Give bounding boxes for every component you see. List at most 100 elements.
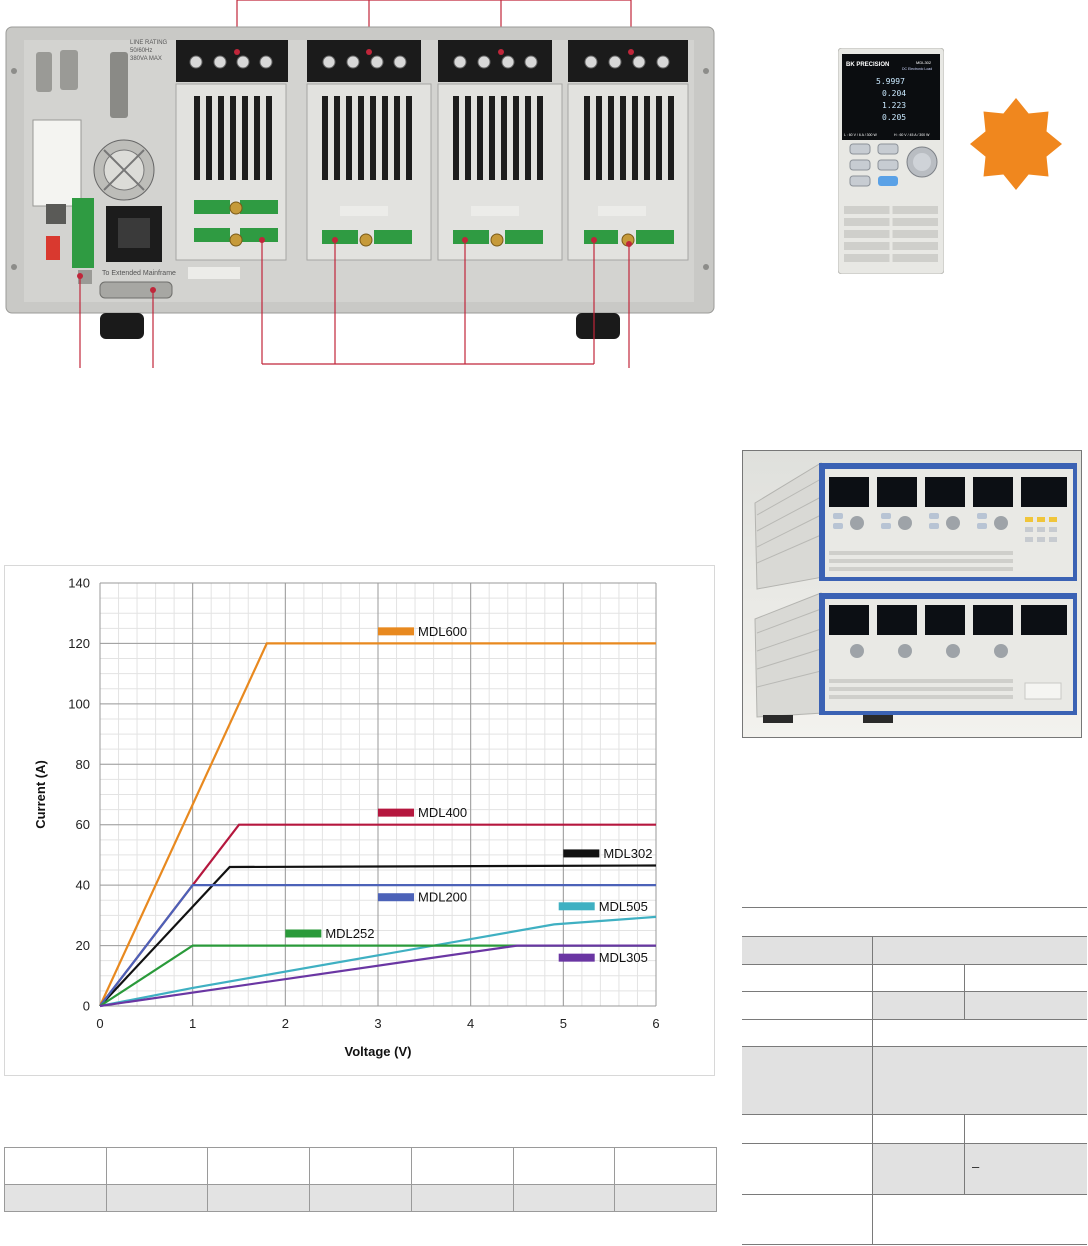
table-cell [207,1184,311,1212]
series-swatch-mdl200 [378,893,414,902]
table-cell [410,1184,514,1212]
callout-dots [77,49,634,293]
series-line-mdl305 [99,944,656,1008]
series-label-mdl305: MDL305 [599,950,648,965]
table-cell [4,1184,107,1212]
spec-header-row [742,907,1087,937]
table-cell [512,1147,616,1185]
module-brand: BK PRECISION [846,62,889,68]
x-tick-label: 1 [189,1016,196,1031]
model-summary-table [4,1147,717,1212]
series-swatch-mdl600 [378,627,414,636]
starburst-polygon [970,98,1062,190]
series-line-mdl252 [99,944,656,1007]
chassis-screws [11,68,709,270]
line-rating-frequency: 50/60Hz [130,48,152,54]
y-tick-label: 140 [68,576,90,591]
spec-column-divider [872,937,873,1245]
mainframe-illustration [743,451,1081,737]
table-cell [614,1147,717,1185]
spec-row [742,965,1087,992]
current-voltage-chart: MDL600MDL400MDL302MDL200MDL505MDL252MDL3… [33,576,660,1060]
series-label-mdl400: MDL400 [418,805,467,820]
x-tick-label: 0 [96,1016,103,1031]
table-row [4,1147,717,1185]
spec-shaded-row [742,937,1087,965]
spec-shaded-subrow [872,992,1087,1020]
table-cell [410,1147,514,1185]
series-swatch-mdl400 [378,808,414,817]
series-labels: MDL600MDL400MDL302MDL200MDL505MDL252MDL3… [285,624,652,965]
module-spec-right: H : 60 V / 45 A / 300 W [894,133,930,137]
spec-row [742,992,872,1020]
module-model: MDL302 [916,60,932,65]
module-reading-1: 5.9997 [876,77,905,86]
module-reading-4: 0.205 [882,113,906,122]
x-tick-label: 2 [282,1016,289,1031]
spec-row [742,1144,872,1195]
series-label-mdl505: MDL505 [599,899,648,914]
series-label-mdl600: MDL600 [418,624,467,639]
module-spec-left: L : 60 V / 6 A / 300 W [844,133,877,137]
module-front-illustration: BK PRECISION MDL302 DC Electronic Load 5… [837,47,945,275]
series-line-mdl302 [99,864,657,1007]
control-section: To Extended Mainframe LINE RATING 50/60H… [32,40,176,299]
y-tick-label: 100 [68,696,90,711]
module-reading-2: 0.204 [882,89,906,98]
table-cell [4,1147,107,1185]
table-cell [309,1184,412,1212]
series-line-mdl200 [99,884,656,1007]
top-terminal-blocks [176,40,688,82]
series-swatch-mdl252 [285,929,322,938]
spec-table: – [742,907,1087,1245]
series-line-mdl600 [99,642,656,1007]
y-axis-ticks: 0 20 40 60 80 100 120 140 [68,576,90,1014]
starburst-shape [970,98,1062,190]
rear-panel-photo: To Extended Mainframe LINE RATING 50/60H… [0,0,720,380]
table-cell [614,1184,717,1212]
series-label-mdl302: MDL302 [603,846,652,861]
right-foot [576,313,620,339]
spec-shaded-row [742,1047,1087,1115]
module-bays [175,83,689,279]
y-tick-label: 0 [83,999,90,1014]
series-swatch-mdl505 [558,902,595,911]
x-tick-label: 6 [652,1016,659,1031]
table-cell [105,1184,209,1212]
y-axis-title: Current (A) [33,760,48,829]
extended-mainframe-label: To Extended Mainframe [102,270,176,277]
y-tick-label: 60 [76,817,90,832]
y-tick-label: 80 [76,757,90,772]
module-reading-3: 1.223 [882,101,906,110]
module-subtitle: DC Electronic Load [902,67,932,71]
series-label-mdl200: MDL200 [418,890,467,905]
module-front-photo: BK PRECISION MDL302 DC Electronic Load 5… [837,47,945,275]
spec-shaded-subrow [872,1144,1087,1195]
starburst-badge [968,96,1064,192]
spec-row [742,1115,1087,1144]
y-tick-label: 20 [76,938,90,953]
spec-row [742,1020,1087,1047]
spec-column-divider [964,1115,965,1195]
spec-column-divider [964,965,965,1020]
line-rating-label: LINE RATING [130,40,168,46]
left-foot [100,313,144,339]
rear-panel-illustration: To Extended Mainframe LINE RATING 50/60H… [5,0,715,368]
x-tick-label: 3 [374,1016,381,1031]
y-tick-label: 120 [68,636,90,651]
spec-dash: – [972,1159,980,1174]
series-swatch-mdl305 [558,953,595,962]
line-rating-power: 380VA MAX [130,56,162,62]
table-row [4,1184,717,1212]
bottom-callout-lines [79,240,630,368]
mainframe-photo [742,450,1082,738]
series-line-mdl505 [99,915,657,1008]
x-tick-label: 4 [467,1016,474,1031]
series-label-mdl252: MDL252 [325,926,374,941]
y-tick-label: 40 [76,878,90,893]
table-cell [512,1184,616,1212]
table-cell [207,1147,311,1185]
x-axis-title: Voltage (V) [345,1044,412,1059]
